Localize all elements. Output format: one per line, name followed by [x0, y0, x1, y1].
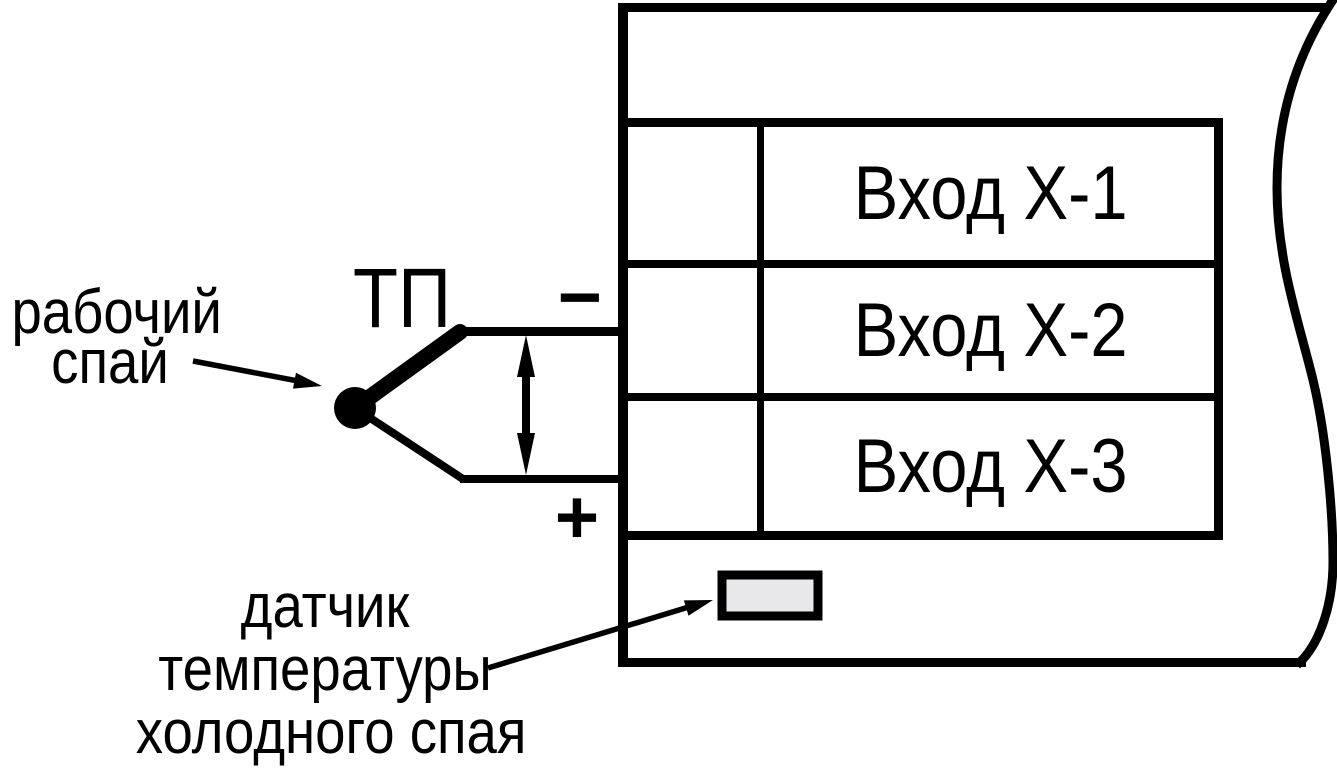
table-right-border: [1214, 118, 1223, 540]
input-x1-label: Вход Х-1: [854, 150, 1128, 236]
input-x2-label: Вход Х-2: [854, 287, 1128, 373]
cold-junction-label-line1: датчик: [240, 572, 410, 641]
thermoelectrode-negative: [344, 324, 468, 418]
cold-junction-label-line2: температуры: [158, 635, 492, 704]
terminal-column-divider: [757, 118, 764, 540]
cold-junction-sensor: [717, 570, 823, 621]
thermoelectrode-positive: [352, 404, 466, 483]
device-top-edge: [618, 3, 1330, 12]
plus-polarity-sign: +: [554, 475, 600, 560]
device-left-edge: [618, 3, 628, 666]
input-x3-label: Вход Х-3: [854, 423, 1128, 509]
working-junction-label-line1: рабочий: [11, 278, 222, 347]
minus-polarity-sign: −: [557, 255, 603, 340]
device-bottom-edge: [618, 658, 1306, 667]
working-junction-label-line2: спай: [51, 328, 169, 397]
dimension-arrowhead-down-icon: [517, 433, 535, 475]
table-row-divider-1: [618, 260, 1223, 268]
thermocouple-label: ТП: [352, 251, 452, 345]
table-top-border: [618, 118, 1223, 127]
cold-junction-arrow-shaft: [487, 603, 693, 671]
cold-junction-label-line3: холодного спая: [135, 698, 527, 767]
working-junction-arrow-shaft: [192, 358, 299, 384]
cold-junction-label: датчик температуры холодного спая: [110, 575, 540, 764]
dimension-arrowhead-up-icon: [517, 335, 535, 377]
wire-minus: [458, 327, 622, 336]
table-row-divider-2: [618, 393, 1223, 401]
device-torn-right-edge: [1272, 0, 1337, 669]
wire-plus: [460, 475, 622, 483]
table-bottom-border: [618, 531, 1223, 540]
working-junction-arrowhead-icon: [293, 372, 322, 389]
cold-junction-arrowhead-icon: [683, 600, 713, 616]
working-junction-label: рабочий спай: [0, 278, 222, 397]
